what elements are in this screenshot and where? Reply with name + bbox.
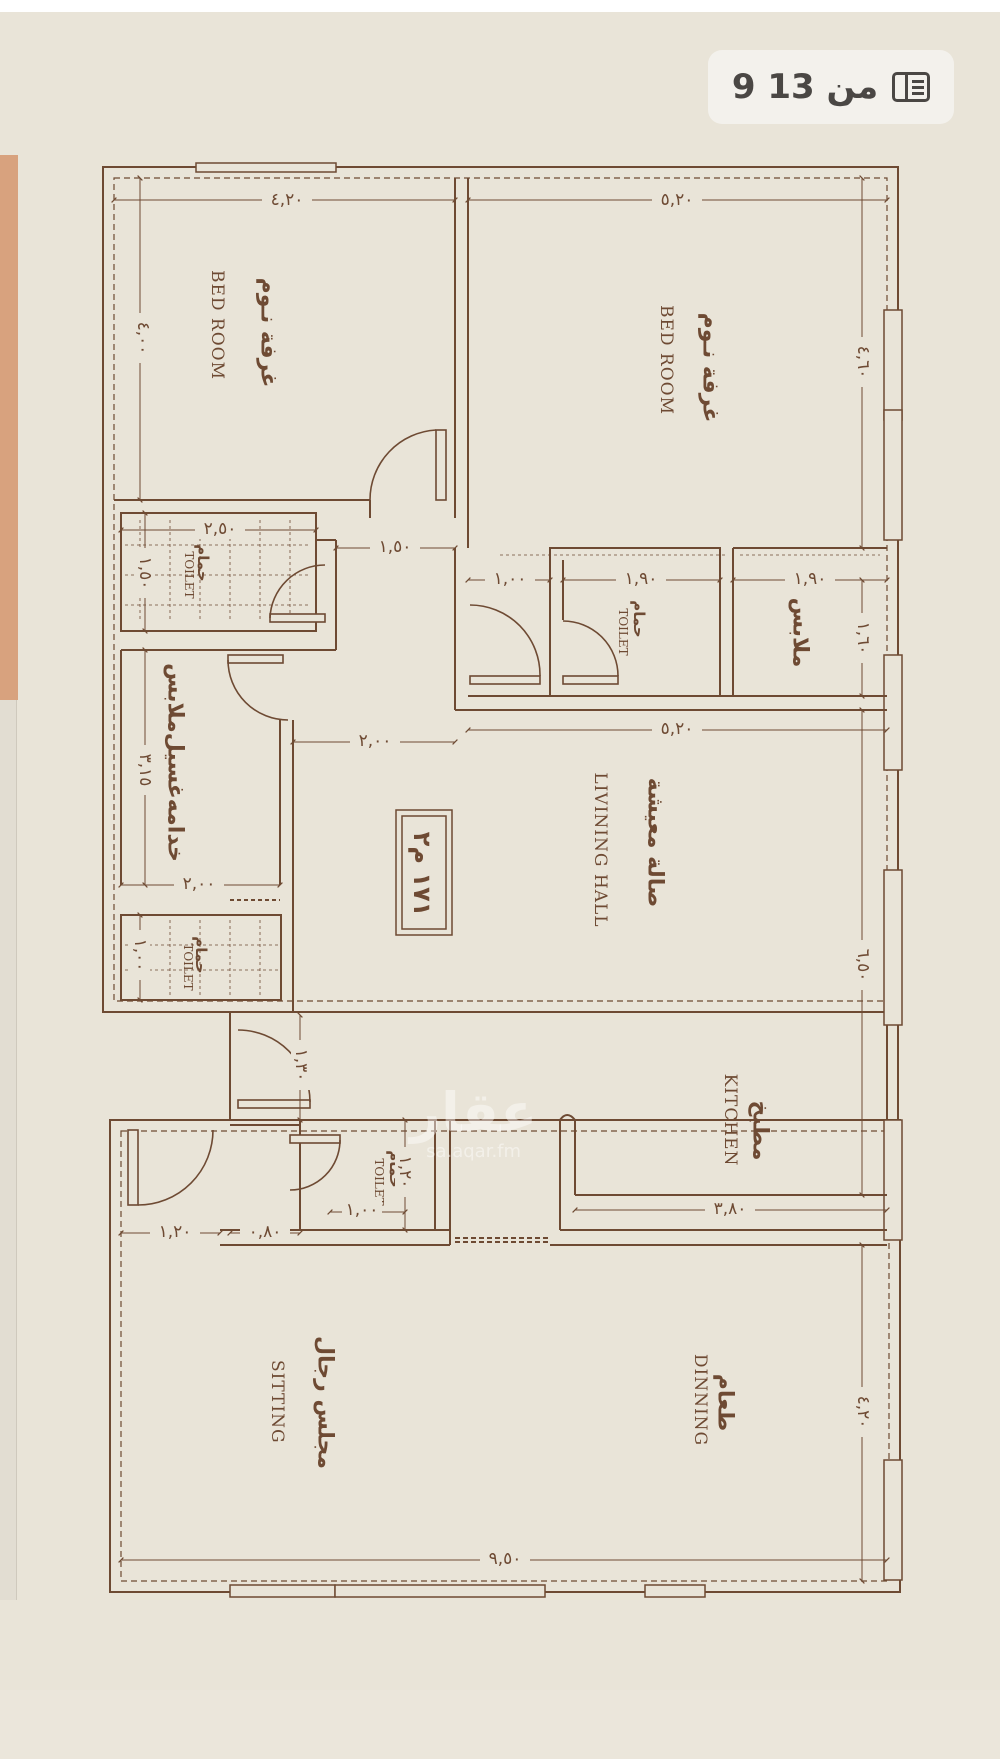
dim-250: ٢,٥٠ [195,519,245,539]
dim-420-right: ٤,٢٠ [853,1387,873,1437]
doors [127,429,619,1206]
dim-190-a: ١,٩٠ [616,569,666,589]
sitting-en: SITTING [267,1360,287,1444]
area-label: ١٧١ م٢ [408,831,436,917]
page-counter-text: 9 من 13 [731,67,879,107]
toilet-3-en: TOILET [181,943,195,991]
dim-120: ١,٢٠ [150,1222,200,1242]
area-box [395,809,453,936]
bedroom-left-en: BED ROOM [207,270,227,381]
dim-200-bath: ٢,٠٠ [174,874,224,894]
interior-walls [114,178,887,1246]
dining-en: DINNING [690,1353,710,1447]
top-edge [0,0,1000,12]
dim-420-top: ٤,٢٠ [262,190,312,210]
maid-closet-ar: خدامه‌غسيل‌ملابس [162,663,188,862]
windows [195,162,903,1598]
toilet-2-en: TOILET [616,608,630,656]
dining-ar: طعام [712,1373,738,1432]
aqar-watermark: عقار sa.aqar.fm [410,1081,538,1163]
dim-100-bath: ١,٠٠ [130,930,150,980]
book-icon [892,72,931,102]
dim-650: ٦,٥٠ [853,940,873,990]
dim-520-mid: ٥,٢٠ [652,719,702,739]
dim-150-bath: ١,٥٠ [135,548,155,598]
dim-400: ٤,٠٠ [133,313,153,363]
toilet-2-ar: حمام [630,600,648,638]
closet-ar: ملابس [787,597,813,668]
bottom-band [0,1690,1000,1759]
bedroom-right-ar: غرفة نـوم [697,312,723,423]
toilet-1-ar: حمام [194,544,212,582]
dim-100: ١,٠٠ [485,569,535,589]
toilet-1-en: TOILET [182,551,196,599]
dim-160: ١,٦٠ [853,613,873,663]
bedroom-right-en: BED ROOM [656,305,676,416]
watermark-url: sa.aqar.fm [426,1141,522,1162]
dim-130: ١,٣٠ [291,1040,311,1090]
sitting-ar: مجلس رجال [312,1335,338,1470]
outer-walls [102,166,901,1593]
dim-190-b: ١,٩٠ [785,569,835,589]
dim-200-corr: ٢,٠٠ [350,731,400,751]
dim-460: ٤,٦٠ [853,337,873,387]
page-edge [0,700,17,1600]
kitchen-en: KITCHEN [720,1073,740,1167]
dim-380: ٣,٨٠ [705,1199,755,1219]
watermark-brand: عقار [410,1081,538,1144]
living-en: LIVINING HALL [590,772,610,928]
dim-100-small: ١,٠٠ [342,1200,382,1220]
dim-950: ٩,٥٠ [480,1549,530,1569]
previous-page-edge [0,155,18,700]
dim-150-corr: ١,٥٠ [370,537,420,557]
bedroom-left-ar: غرفة نـوم [255,277,281,388]
dim-520-top: ٥,٢٠ [652,190,702,210]
page-counter[interactable]: 9 من 13 [708,50,954,124]
dim-315: ٣,١٥ [135,745,155,795]
kitchen-ar: مطبخ [747,1100,773,1161]
dim-080: ٠,٨٠ [240,1222,290,1242]
living-ar: صالة معيشة [642,777,668,908]
